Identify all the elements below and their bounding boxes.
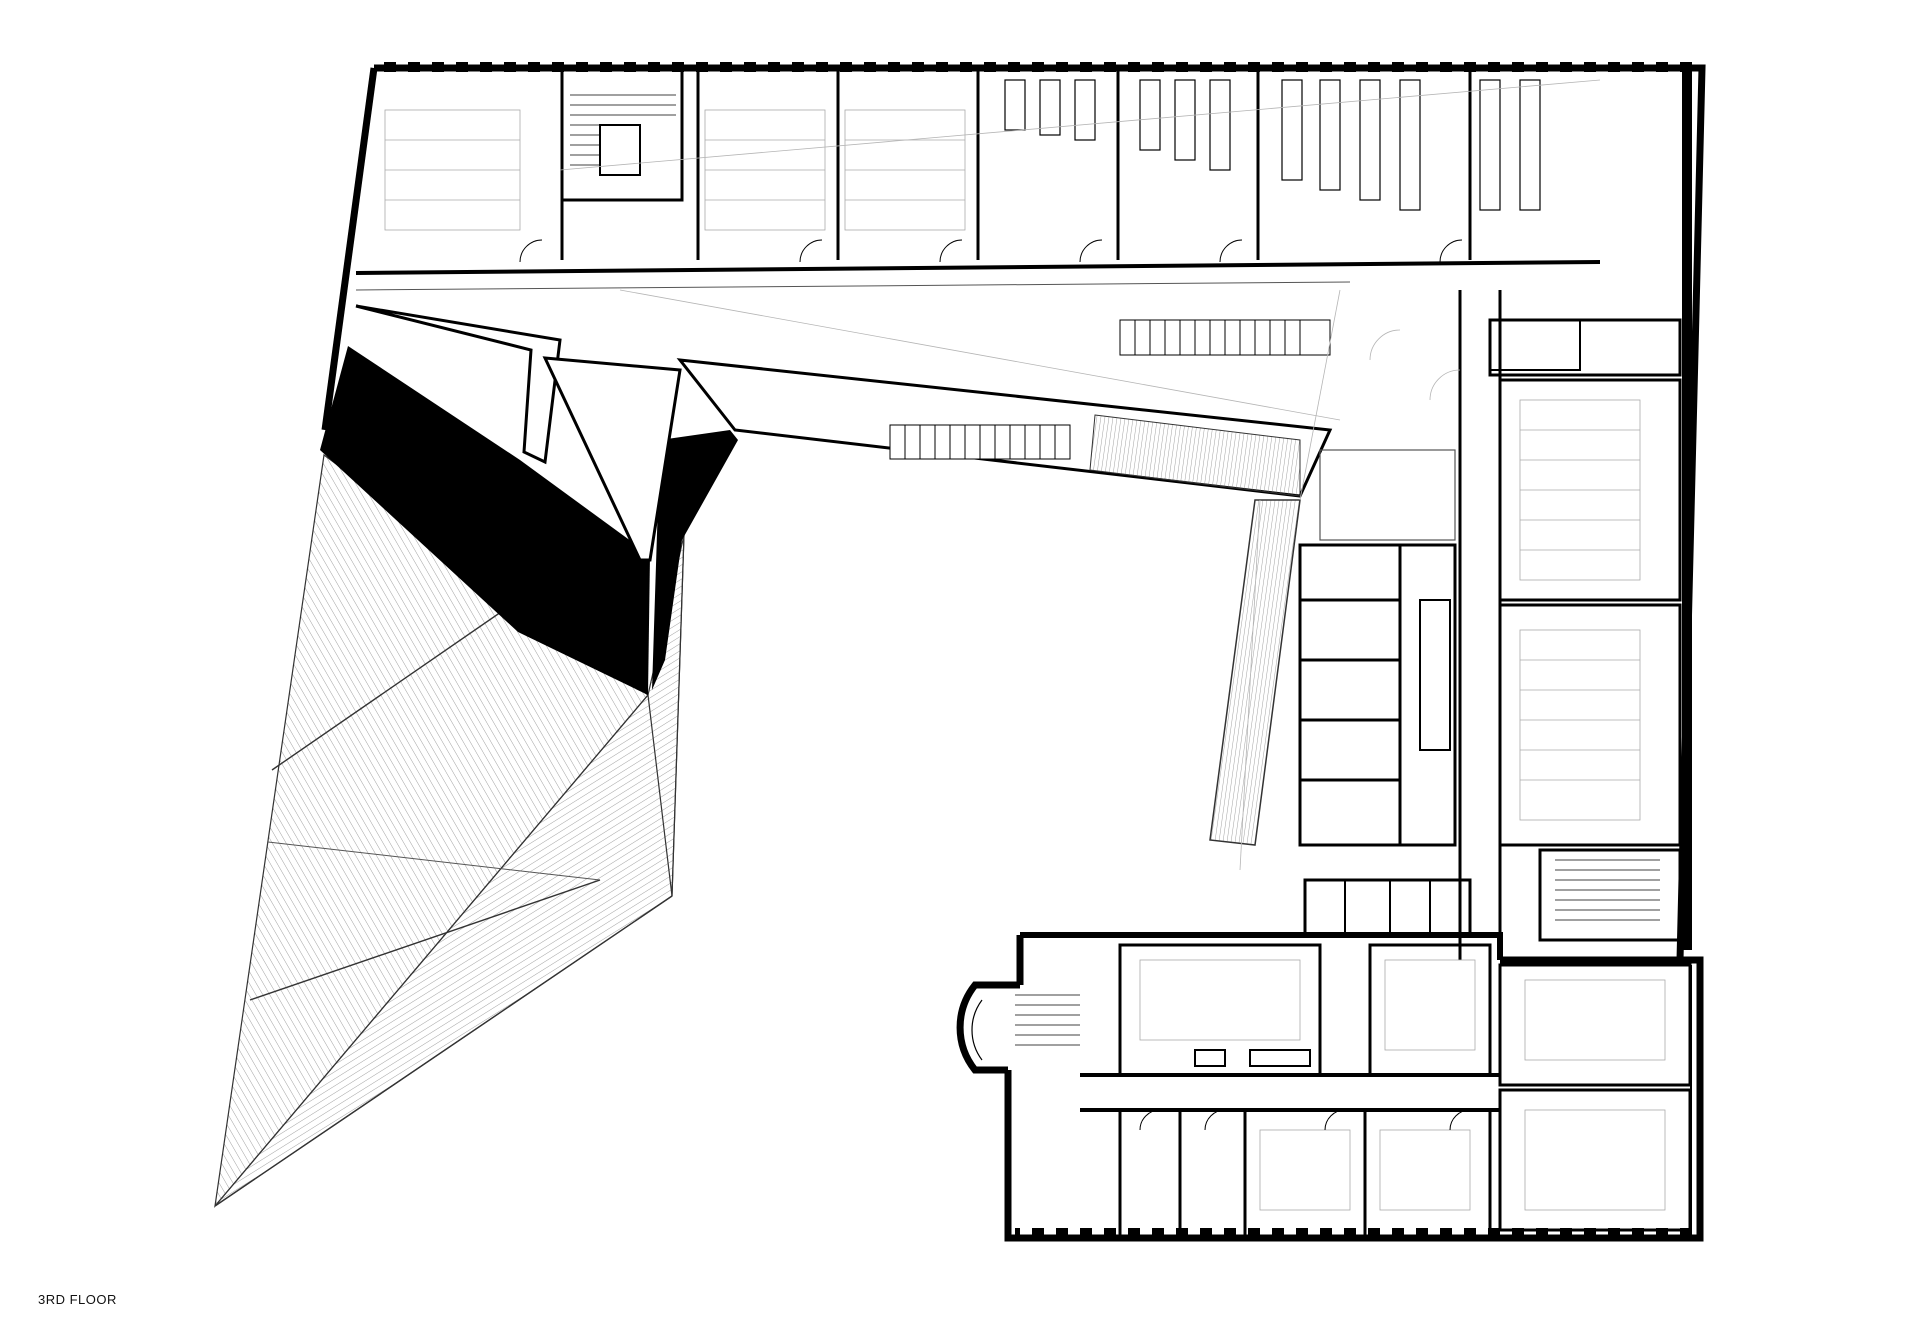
atrium-void <box>320 304 738 695</box>
north-stair <box>560 68 684 202</box>
construction-lines <box>559 79 1601 871</box>
floor-label: 3RD FLOOR <box>38 1292 117 1307</box>
sloped-roof <box>214 453 685 1208</box>
walkway <box>676 358 1333 846</box>
south-wing <box>956 932 1704 1242</box>
east-wing <box>1298 290 1682 960</box>
